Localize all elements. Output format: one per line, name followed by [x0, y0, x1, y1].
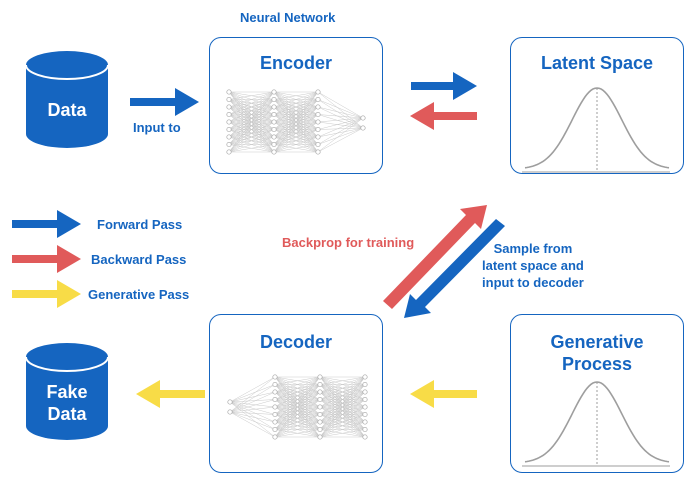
forward-arrow-input-icon: [130, 88, 199, 116]
generative-process-title: Generative Process: [511, 331, 683, 375]
generative-process-box: Generative Process: [510, 314, 684, 473]
legend-backward-arrow-icon: [12, 245, 81, 273]
latent-space-box: Latent Space: [510, 37, 684, 174]
data-label: Data: [47, 100, 87, 120]
legend-generative-arrow-icon: [12, 280, 81, 308]
backward-arrow-encoder-icon: [410, 102, 477, 130]
legend-generative-label: Generative Pass: [88, 287, 190, 302]
decoder-box: Decoder: [209, 314, 383, 473]
encoder-title: Encoder: [259, 53, 333, 73]
fake-data-label: Fake Data: [26, 381, 108, 425]
neural-network-label: Neural Network: [240, 10, 336, 25]
sample-label: Sample from latent space and input to de…: [482, 240, 584, 291]
input-to-label: Input to: [133, 120, 181, 135]
decoder-title: Decoder: [259, 332, 333, 352]
backprop-arrow-icon: [383, 205, 487, 309]
legend-forward-arrow-icon: [12, 210, 81, 238]
generative-arrow-fake-data-icon: [136, 380, 205, 408]
generative-process-line2: Process: [561, 354, 633, 374]
backprop-label: Backprop for training: [282, 235, 415, 250]
legend-forward-label: Forward Pass: [97, 217, 183, 232]
forward-arrow-latent-icon: [411, 72, 477, 100]
generative-process-line1: Generative: [550, 332, 644, 352]
generative-arrow-decoder-icon: [410, 380, 477, 408]
sample-label-line2: latent space and: [482, 258, 584, 273]
sample-label-line1: Sample from: [493, 241, 573, 256]
latent-space-title: Latent Space: [540, 53, 654, 73]
fake-data-line1: Fake: [46, 382, 88, 402]
fake-data-line2: Data: [47, 404, 87, 424]
encoder-box: Encoder: [209, 37, 383, 174]
sample-label-line3: input to decoder: [482, 275, 584, 290]
legend-backward-label: Backward Pass: [91, 252, 187, 267]
